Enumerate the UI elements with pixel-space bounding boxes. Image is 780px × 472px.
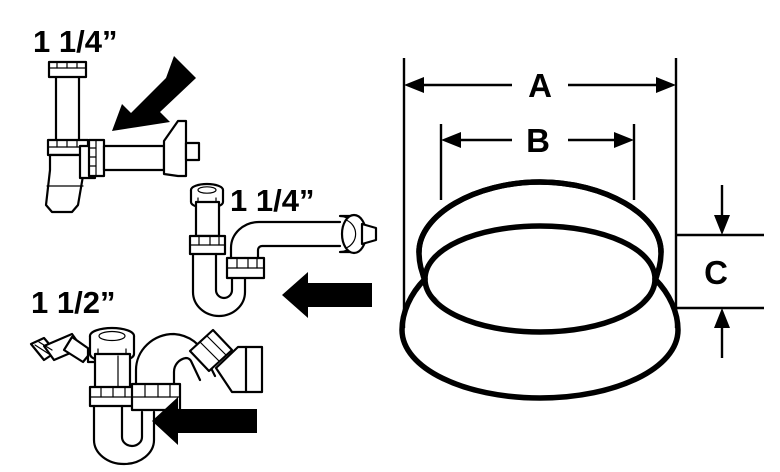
- trap3-outlet-pipe: [214, 345, 264, 394]
- p-trap: [188, 182, 378, 318]
- bottle-trap-inlet-tube: [54, 74, 81, 147]
- dimension-c-arrowhead-top: [714, 215, 730, 235]
- trap3-angled-nut: [188, 328, 234, 373]
- bottle-trap-callout-arrow: [112, 56, 196, 131]
- trap-1-size-label: 1 1/4”: [33, 24, 117, 59]
- dimension-c: C: [676, 185, 764, 358]
- p-trap-end-cap: [338, 213, 378, 255]
- trap3-u-bend-outer: [92, 404, 156, 466]
- bottle-trap-outlet-pipe: [102, 144, 166, 172]
- washer-top-rim: [416, 179, 664, 255]
- p-trap-callout-arrow: [282, 272, 372, 318]
- dimension-a: A: [402, 58, 678, 328]
- bottle-trap-wall-flange: [162, 119, 188, 178]
- dimension-b-label: B: [526, 122, 550, 159]
- p-trap-u-bend-inner: [214, 252, 234, 300]
- p-trap-mid-nut: [188, 234, 227, 256]
- p-trap-with-appliance-inlet: [29, 326, 264, 466]
- trap3-u-bend-inner: [120, 404, 144, 448]
- dimension-a-arrowhead-right: [656, 77, 676, 93]
- bottle-trap: [44, 60, 201, 214]
- p-trap-u-bend-outer: [191, 252, 247, 318]
- dimension-b-arrowhead-left: [441, 132, 461, 148]
- p-trap-outlet-nut: [225, 256, 266, 280]
- p-trap-elbow-outer: [229, 220, 342, 260]
- p-trap-elbow-inner: [256, 244, 342, 260]
- bottle-trap-spigot: [184, 141, 201, 162]
- dimension-a-arrowhead-left: [404, 77, 424, 93]
- washer-right-wall-shade: [640, 252, 661, 301]
- trap3-callout-arrow: [152, 397, 257, 445]
- dimension-a-label: A: [528, 67, 552, 104]
- trap-2-size-label: 1 1/4”: [230, 183, 314, 218]
- bottle-trap-body: [44, 153, 86, 214]
- trap3-swan-neck-inner: [172, 356, 202, 386]
- p-trap-inlet-tube: [194, 200, 221, 238]
- tapered-compression-washer: [399, 179, 681, 401]
- dimension-b: B: [439, 122, 636, 200]
- trap-3-size-label: 1 1/2”: [31, 285, 115, 320]
- bottle-trap-top-nut: [47, 60, 88, 79]
- appliance-hose-spigot: [29, 332, 102, 364]
- washer-left-wall-shade: [419, 252, 440, 301]
- bottle-trap-outlet-nut: [87, 138, 106, 178]
- dimension-c-arrowhead-bottom: [714, 308, 730, 328]
- dimension-b-arrowhead-right: [614, 132, 634, 148]
- dimension-c-label: C: [704, 254, 728, 291]
- trap3-body-nut: [88, 385, 138, 408]
